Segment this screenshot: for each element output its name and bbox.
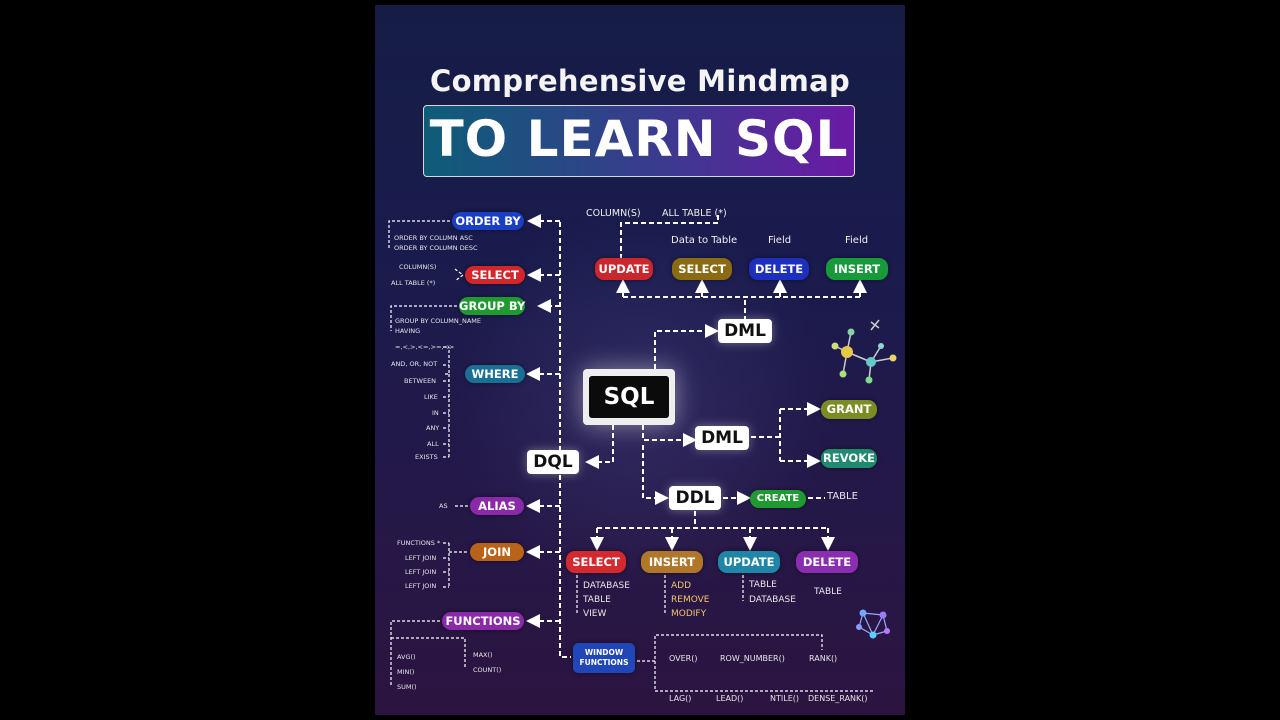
functions-pill[interactable]: FUNCTIONS [442,612,524,630]
ddl-insert-item: ADD [671,581,692,591]
ddl-select-item: VIEW [583,609,607,619]
dml-update-pill[interactable]: UPDATE [595,258,653,280]
group-by-pill[interactable]: GROUP BY [459,297,526,315]
ddl-select-pill[interactable]: SELECT [566,551,626,573]
revoke-pill[interactable]: REVOKE [821,449,877,468]
dml-mid-node[interactable]: DML [695,426,749,450]
grant-pill[interactable]: GRANT [821,400,877,419]
order-item: ORDER BY COLUMN ASC [394,234,473,242]
header-field-2: Field [845,235,869,246]
window-item: LEAD() [716,694,744,703]
dql-node[interactable]: DQL [527,450,579,474]
header-columns: COLUMN(S) [586,208,641,219]
select-item: COLUMN(S) [399,263,437,271]
alias-pill[interactable]: ALIAS [470,497,524,515]
ddl-insert-item: REMOVE [671,595,710,605]
poster-title: Comprehensive Mindmap [429,64,851,98]
join-item: LEFT JOIN [405,568,437,576]
function-item: AVG() [397,653,416,661]
where-pill[interactable]: WHERE [465,365,525,383]
ddl-update-item: DATABASE [749,595,796,605]
order-item: ORDER BY COLUMN DESC [394,244,478,252]
header-data-to-table: Data to Table [671,235,738,246]
where-item: IN [432,409,439,417]
create-pill[interactable]: CREATE [750,490,806,508]
select-item: ALL TABLE (*) [391,279,436,287]
ddl-node[interactable]: DDL [669,486,721,510]
join-pill[interactable]: JOIN [470,543,524,561]
alias-item: AS [439,502,448,510]
group-item: HAVING [395,327,421,335]
window-item: LAG() [669,694,692,703]
sql-center-label: SQL [589,376,669,418]
window-item: DENSE_RANK() [808,694,868,703]
where-item: ALL [427,440,439,448]
join-item: LEFT JOIN [405,582,437,590]
window-item: ROW_NUMBER() [720,654,785,663]
function-item: MIN() [397,668,415,676]
ddl-insert-item: MODIFY [671,609,707,619]
header-all-table: ALL TABLE (*) [662,208,727,219]
banner-text: TO LEARN SQL [429,110,849,168]
header-field-1: Field [768,235,792,246]
ddl-update-pill[interactable]: UPDATE [718,551,780,573]
create-table-label: TABLE [827,491,858,502]
join-item: LEFT JOIN [405,554,437,562]
group-item: GROUP BY COLUMN_NAME [395,317,482,325]
where-item: =,<,>,<=,>=,<> [395,343,455,351]
function-item: COUNT() [473,666,502,674]
window-item: RANK() [809,654,838,663]
where-item: ANY [426,424,440,432]
where-item: LIKE [424,393,438,401]
window-functions-pill[interactable]: WINDOW FUNCTIONS [573,643,635,673]
banner: TO LEARN SQL [423,105,855,177]
window-item: NTILE() [770,694,799,703]
ddl-delete-pill[interactable]: DELETE [796,551,858,573]
mindmap-poster: Comprehensive Mindmap TO LEARN SQL [375,5,905,715]
where-item: EXISTS [415,453,438,461]
dml-delete-pill[interactable]: DELETE [749,258,809,280]
dql-select-pill[interactable]: SELECT [465,266,525,284]
where-item: BETWEEN [404,377,437,385]
where-item: AND, OR, NOT [391,360,438,368]
ddl-insert-pill[interactable]: INSERT [641,551,703,573]
dml-top-node[interactable]: DML [718,319,772,343]
ddl-select-item: DATABASE [583,581,630,591]
window-item: OVER() [669,654,698,663]
ddl-delete-item: TABLE [814,587,842,597]
molecule-icon [831,319,897,384]
order-by-pill[interactable]: ORDER BY [452,212,524,230]
connector-lines [388,214,873,692]
ddl-select-item: TABLE [583,595,611,605]
function-item: MAX() [473,651,493,659]
ddl-update-item: TABLE [749,580,777,590]
dml-select-pill[interactable]: SELECT [672,258,732,280]
join-item: FUNCTIONS * [397,539,441,547]
sql-center-node[interactable]: SQL [583,369,675,425]
function-item: SUM() [397,683,417,691]
dml-insert-pill[interactable]: INSERT [826,258,888,280]
network-icon [856,609,890,639]
